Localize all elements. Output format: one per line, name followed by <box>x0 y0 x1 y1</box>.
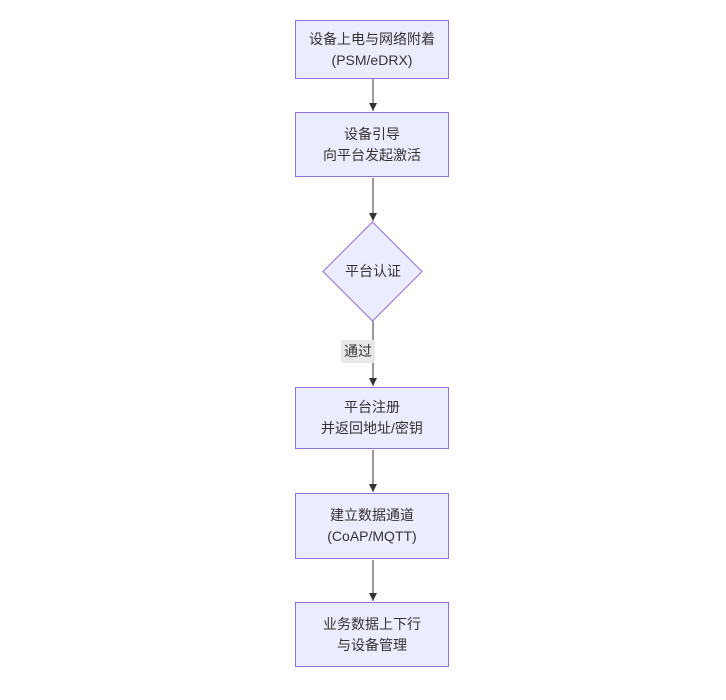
node-platform-auth-label: 平台认证 <box>345 263 401 279</box>
node-power-attach-line1: 设备上电与网络附着 <box>309 30 435 47</box>
edge-label-pass: 通过 <box>341 340 375 363</box>
node-platform-register: 平台注册 并返回地址/密钥 <box>295 387 449 449</box>
node-data-channel-line2: (CoAP/MQTT) <box>327 528 417 544</box>
node-bootstrap: 设备引导 向平台发起激活 <box>295 112 449 177</box>
node-bootstrap-line2: 向平台发起激活 <box>323 146 421 163</box>
node-power-attach-line2: (PSM/eDRX) <box>331 51 413 68</box>
node-business-data-line1: 业务数据上下行 <box>323 615 421 632</box>
node-power-attach: 设备上电与网络附着 (PSM/eDRX) <box>295 20 449 79</box>
node-platform-register-line1: 平台注册 <box>344 399 400 415</box>
node-data-channel-line1: 建立数据通道 <box>330 507 414 523</box>
node-data-channel: 建立数据通道 (CoAP/MQTT) <box>295 493 449 559</box>
node-platform-register-line2: 并返回地址/密钥 <box>321 420 423 436</box>
node-business-data: 业务数据上下行 与设备管理 <box>295 602 449 667</box>
node-business-data-line2: 与设备管理 <box>337 636 407 653</box>
node-bootstrap-line1: 设备引导 <box>344 125 400 142</box>
